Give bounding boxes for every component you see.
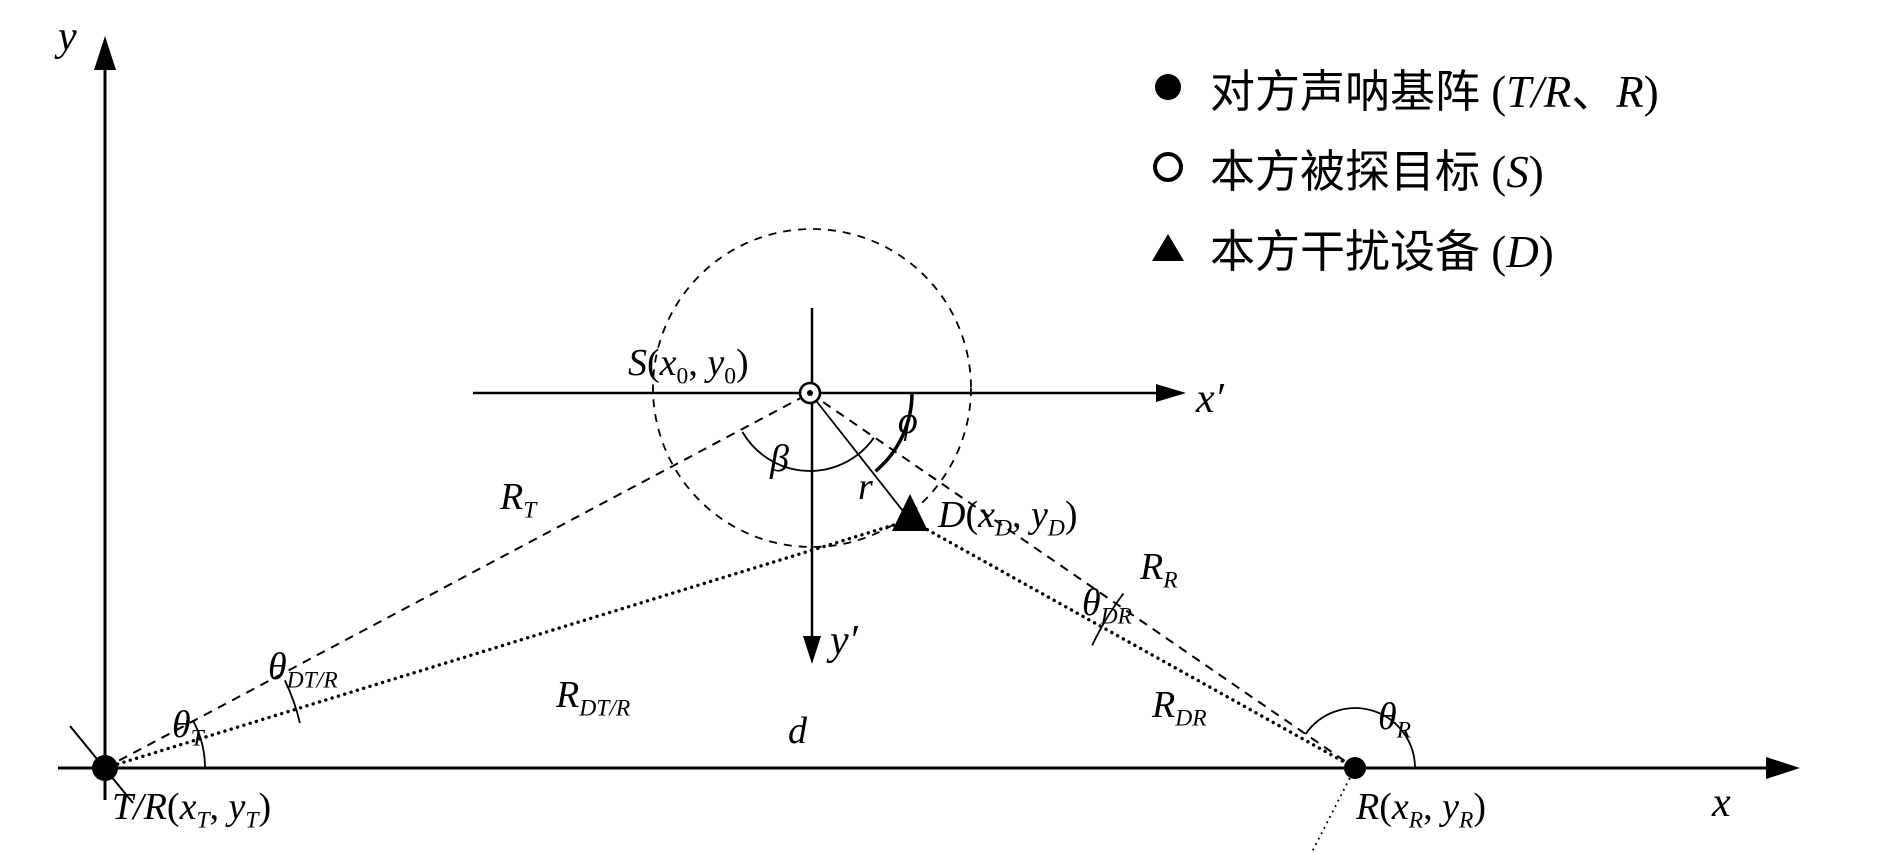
phi-angle-label: ϕ xyxy=(898,400,918,442)
theta-dtr-arc xyxy=(283,679,301,724)
tr-to-d-dotted-line xyxy=(103,518,912,770)
r-auxiliary-dotted-line xyxy=(1312,767,1356,851)
d-to-r-dotted-line xyxy=(908,518,1357,770)
legend-item-own-target: 本方被探目标 (S) xyxy=(1146,134,1659,200)
theta-dr-arc xyxy=(1091,592,1125,646)
x-axis-arrowhead xyxy=(1766,757,1800,779)
x-axis-label: x xyxy=(1712,780,1731,826)
tr-station-point xyxy=(92,755,118,781)
x-prime-axis-label: x′ xyxy=(1196,376,1224,422)
target-s-center-dot xyxy=(807,390,813,396)
beta-angle-label: β xyxy=(770,438,789,480)
point-tr-label: T/R(xT, yT) xyxy=(112,786,272,834)
s-to-r-dashed-line xyxy=(809,392,1356,769)
range-rt-label: RT xyxy=(500,476,537,524)
range-rdtr-label: RDT/R xyxy=(556,674,631,722)
baseline-d-label: d xyxy=(788,710,807,752)
legend-item-label: 对方声呐基阵 (T/R、R) xyxy=(1210,66,1659,117)
theta-t-label: θT xyxy=(172,704,204,752)
y-axis-arrowhead xyxy=(94,36,116,70)
point-s-label: S(x0, y0) xyxy=(628,342,749,390)
legend-item-label: 本方被探目标 (S) xyxy=(1210,146,1544,197)
y-axis-label: y xyxy=(58,14,77,60)
theta-dtr-label: θDT/R xyxy=(268,646,338,694)
range-rdr-label: RDR xyxy=(1152,684,1207,732)
range-rr-label: RR xyxy=(1140,546,1178,594)
range-r-label: r xyxy=(858,466,873,508)
y-prime-axis-label: y′ xyxy=(830,618,858,664)
point-d-label: D(xD, yD) xyxy=(938,494,1078,542)
jammer-d-point xyxy=(892,494,928,531)
phi-arc xyxy=(874,392,914,473)
theta-dr-label: θDR xyxy=(1082,582,1133,630)
legend-item-enemy-sonar: 对方声呐基阵 (T/R、R) xyxy=(1146,54,1659,120)
theta-r-label: θR xyxy=(1378,696,1412,744)
x-prime-arrowhead xyxy=(1156,384,1186,402)
point-r-label: R(xR, yR) xyxy=(1356,786,1487,834)
open-circle-marker xyxy=(1146,152,1190,182)
theta-t-arc xyxy=(192,720,206,769)
legend-item-label: 本方干扰设备 (D) xyxy=(1210,226,1554,277)
legend: 对方声呐基阵 (T/R、R) 本方被探目标 (S) 本方干扰设备 (D) xyxy=(1146,54,1659,280)
target-reference-dashed-circle xyxy=(652,228,972,548)
s-to-d-line xyxy=(809,392,911,521)
filled-circle-marker xyxy=(1146,74,1190,100)
legend-item-own-jammer: 本方干扰设备 (D) xyxy=(1146,214,1659,280)
tr-to-s-dashed-line xyxy=(104,392,811,769)
y-prime-arrowhead xyxy=(803,636,821,664)
beta-arc xyxy=(741,431,875,472)
filled-triangle-marker xyxy=(1146,233,1190,261)
theta-r-arc xyxy=(1304,707,1416,769)
r-station-point xyxy=(1344,757,1366,779)
